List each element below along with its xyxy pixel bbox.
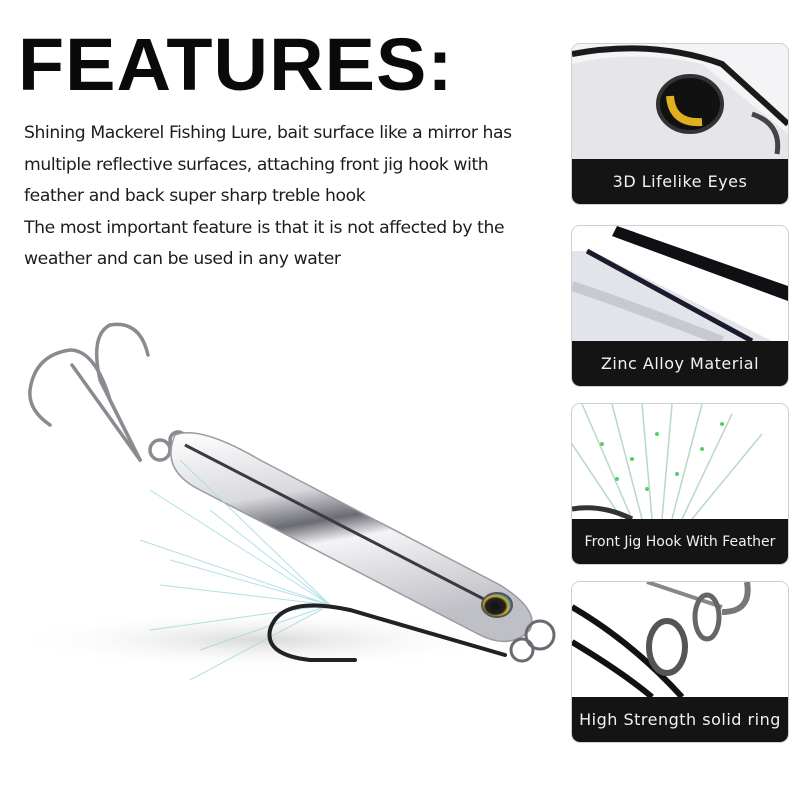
lure-eye-icon <box>572 44 788 159</box>
feature-card-feather: Front Jig Hook With Feather <box>572 404 788 564</box>
feature-card-ring: High Strength solid ring <box>572 582 788 742</box>
description-paragraph: Shining Mackerel Fishing Lure, bait surf… <box>24 123 512 206</box>
feature-card-material: Zinc Alloy Material <box>572 226 788 386</box>
feature-label: 3D Lifelike Eyes <box>572 159 788 204</box>
metal-body-icon <box>572 226 788 341</box>
product-image <box>0 310 570 710</box>
feature-card-eyes: 3D Lifelike Eyes <box>572 44 788 204</box>
description: Shining Mackerel Fishing Lure, bait surf… <box>24 118 524 276</box>
page-title: FEATURES: <box>18 23 454 106</box>
description-paragraph: The most important feature is that it is… <box>24 217 505 270</box>
feature-label: High Strength solid ring <box>572 697 788 742</box>
feature-label: Zinc Alloy Material <box>572 341 788 386</box>
feather-icon <box>572 404 788 519</box>
fishing-lure-icon <box>10 322 556 681</box>
feature-label: Front Jig Hook With Feather <box>572 519 788 564</box>
split-ring-icon <box>572 582 788 697</box>
